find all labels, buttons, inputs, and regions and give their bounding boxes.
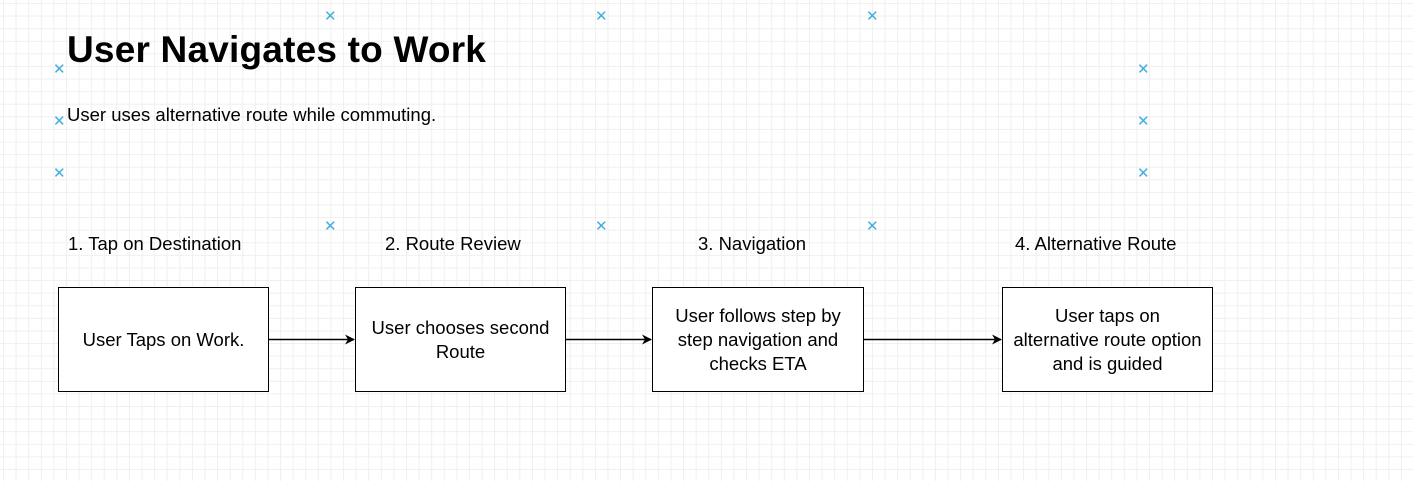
x-mark-icon[interactable]: ✕ [1137,112,1150,130]
step-4-label[interactable]: 4. Alternative Route [1015,233,1177,254]
diagram-title[interactable]: User Navigates to Work [67,29,487,70]
step-2-box[interactable]: User chooses second Route [355,287,566,392]
step-1-label[interactable]: 1. Tap on Destination [68,233,242,254]
x-mark-icon[interactable]: ✕ [866,217,879,235]
x-mark-icon[interactable]: ✕ [53,164,66,182]
x-mark-icon[interactable]: ✕ [53,112,66,130]
step-2-text: User chooses second Route [371,316,550,362]
step-2-label[interactable]: 2. Route Review [385,233,521,254]
x-mark-icon[interactable]: ✕ [595,217,608,235]
x-mark-icon[interactable]: ✕ [866,7,879,25]
step-3-label[interactable]: 3. Navigation [698,233,806,254]
step-4-text: User taps on alternative route option an… [1013,304,1202,374]
x-mark-icon[interactable]: ✕ [53,60,66,78]
x-mark-icon[interactable]: ✕ [595,7,608,25]
step-1-text: User Taps on Work. [82,328,245,350]
x-mark-icon[interactable]: ✕ [324,7,337,25]
diagram-subtitle[interactable]: User uses alternative route while commut… [67,104,437,125]
step-3-text: User follows step by step navigation and… [675,304,841,374]
x-mark-icon[interactable]: ✕ [1137,164,1150,182]
x-mark-icon[interactable]: ✕ [1137,60,1150,78]
step-4-box[interactable]: User taps on alternative route option an… [1002,287,1213,392]
step-1-box[interactable]: User Taps on Work. [58,287,269,392]
step-3-box[interactable]: User follows step by step navigation and… [652,287,864,392]
x-mark-icon[interactable]: ✕ [324,217,337,235]
